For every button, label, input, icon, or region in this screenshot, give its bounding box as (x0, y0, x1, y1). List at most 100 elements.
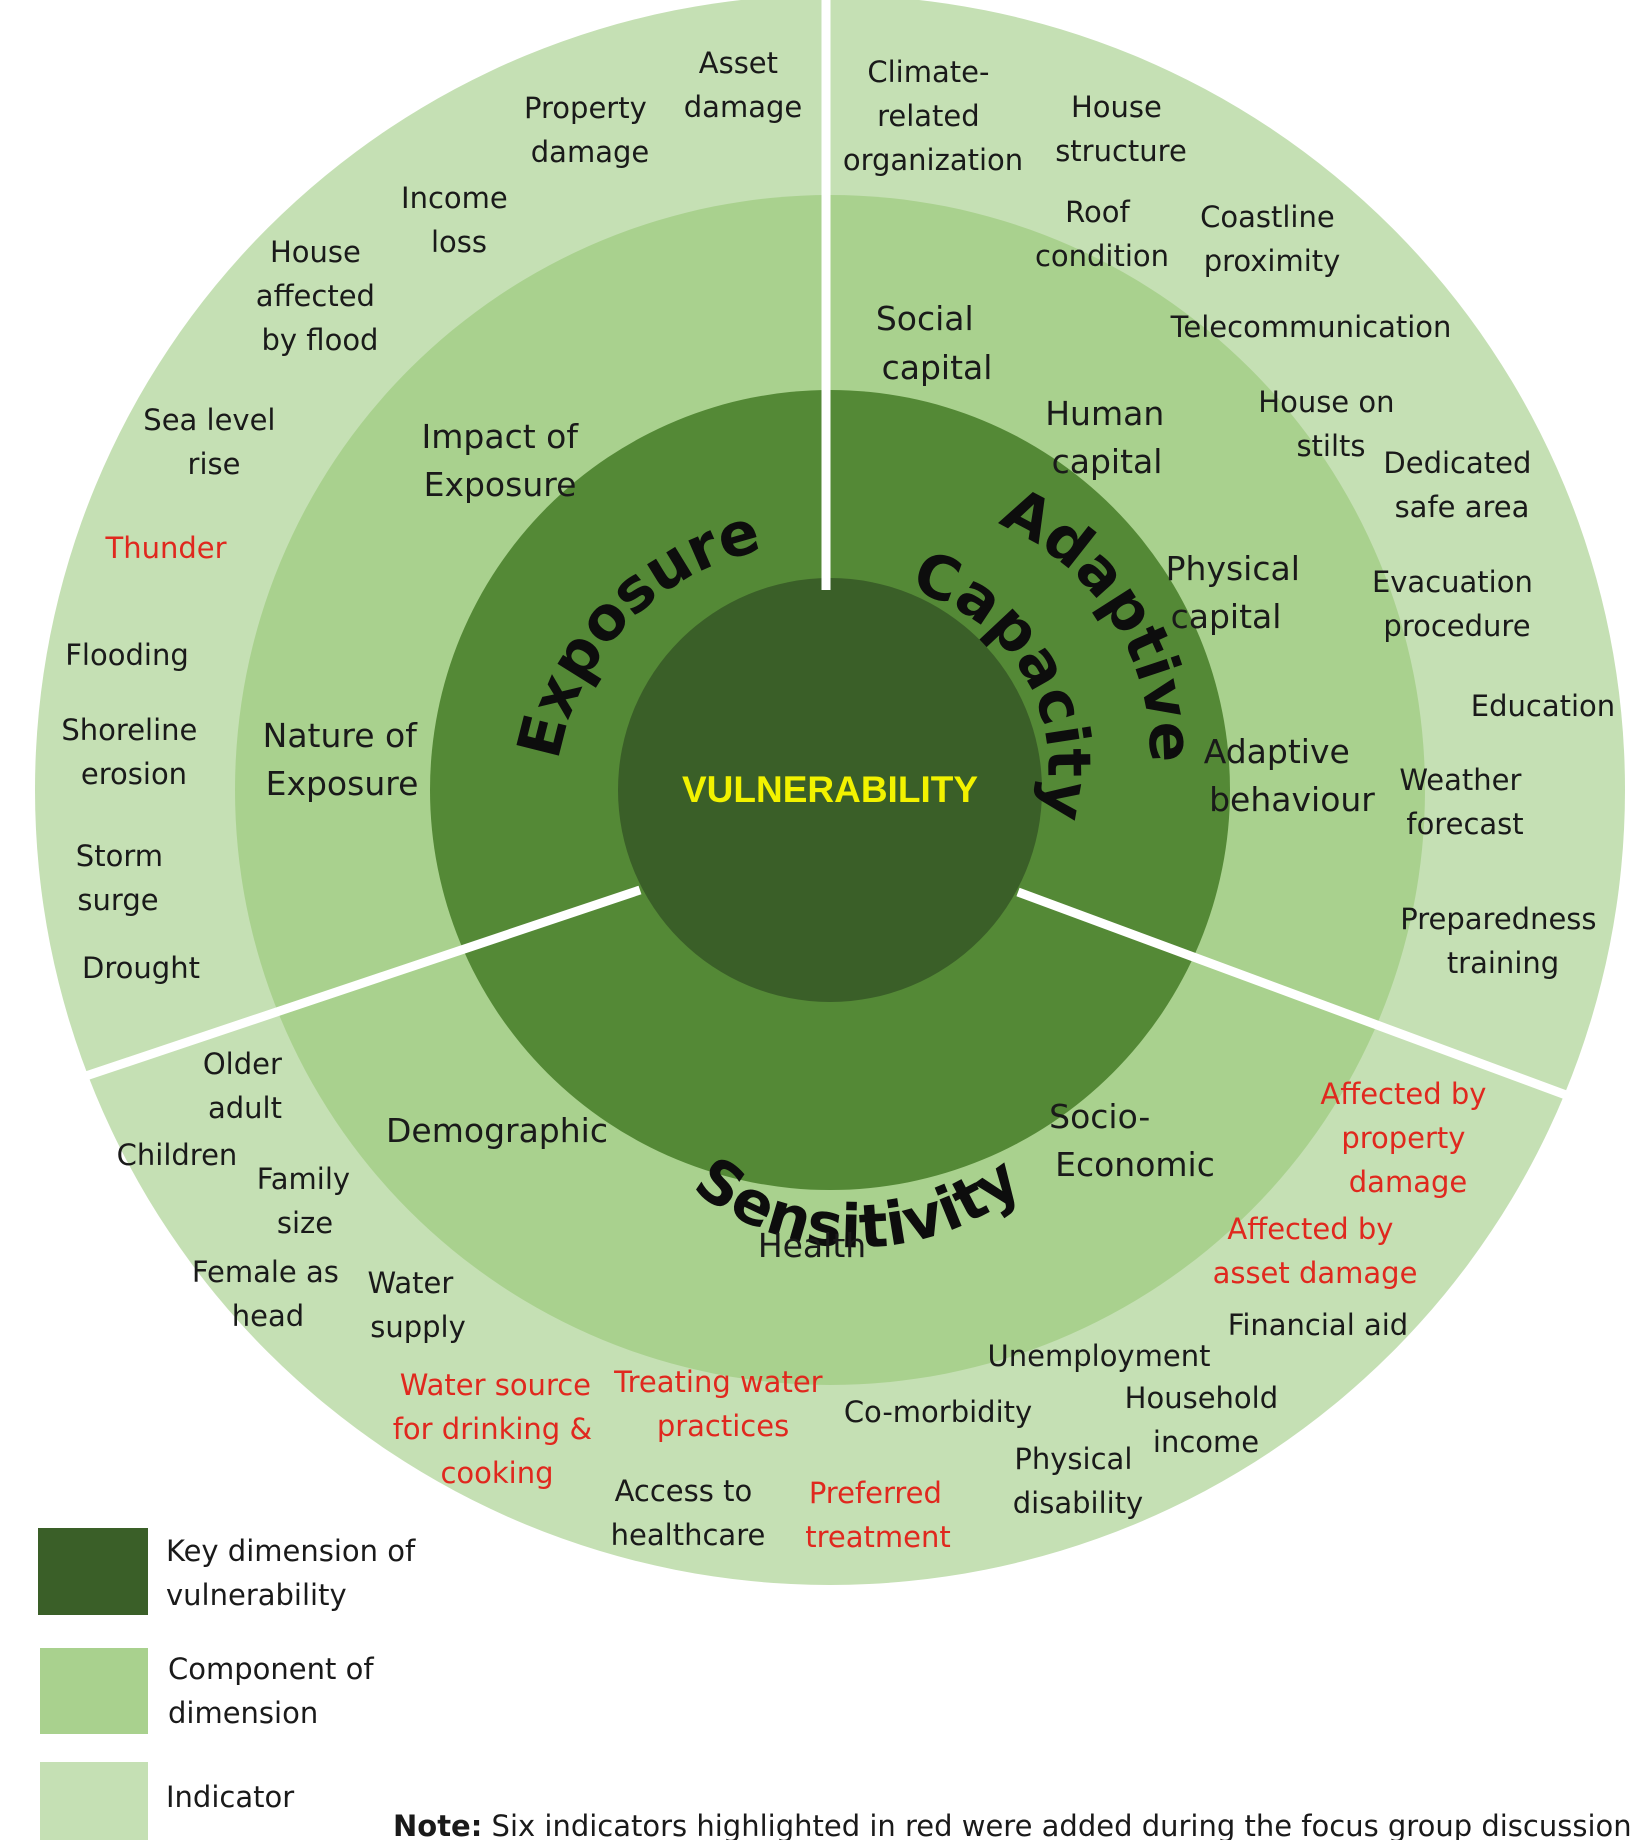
indicator-storm-surge: Storm surge (76, 839, 172, 917)
component-adaptive-behaviour: Adaptive behaviour (1204, 732, 1376, 819)
line: Property (524, 91, 647, 125)
line: House on (1258, 385, 1394, 419)
legend-swatch-component (40, 1648, 148, 1734)
line: Socio- (1049, 1097, 1150, 1136)
line: procedure (1383, 609, 1530, 643)
indicator-house-on-stilts: House on stilts (1258, 385, 1403, 463)
indicator-income-loss: Income loss (401, 181, 517, 259)
footnote: Note: Six indicators highlighted in red … (393, 1809, 1632, 1840)
footnote-label: Note: (393, 1809, 482, 1840)
line: stilts (1296, 429, 1365, 463)
indicator-water-supply: Water supply (368, 1266, 466, 1344)
component-health: Health (758, 1226, 866, 1265)
indicator-house-structure: House structure (1055, 90, 1187, 168)
indicator-shoreline-erosion: Shoreline erosion (61, 713, 206, 791)
line: Access to (615, 1474, 753, 1508)
core-label: VULNERABILITY (682, 769, 978, 810)
legend-swatch-key-dimension (38, 1528, 148, 1615)
indicator-asset-damage: Asset damage (684, 46, 802, 124)
line: Asset (699, 46, 778, 80)
component-human-capital: Human capital (1045, 394, 1175, 481)
indicator-weather-forecast: Weather forecast (1399, 763, 1530, 841)
line: disability (1013, 1486, 1143, 1520)
indicator-access-to-healthcare: Access to healthcare (611, 1474, 766, 1552)
line: size (277, 1206, 333, 1240)
indicator-evacuation-procedure: Evacuation procedure (1372, 565, 1542, 643)
indicator-preparedness-training: Preparedness training (1400, 902, 1605, 980)
indicator-sea-level-rise: Sea level rise (143, 403, 284, 481)
line: supply (370, 1310, 466, 1344)
line: Coastline (1200, 200, 1335, 234)
line: Preferred (809, 1476, 942, 1510)
line: forecast (1406, 807, 1523, 841)
indicator-older-adult: Older adult (203, 1047, 291, 1125)
indicator-property-damage: Property damage (524, 91, 656, 169)
line: Roof (1065, 195, 1130, 229)
line: Physical (1166, 549, 1300, 588)
line: Storm (76, 839, 163, 873)
line: for drinking & (393, 1412, 592, 1446)
line: behaviour (1209, 780, 1375, 819)
line: Older (203, 1047, 282, 1081)
legend-label-indicator: Indicator (166, 1780, 294, 1814)
component-demographic: Demographic (386, 1111, 608, 1150)
line: Income (401, 181, 508, 215)
line: Preparedness (1400, 902, 1596, 936)
line: Water (368, 1266, 454, 1300)
line: Telecommunication (1170, 310, 1452, 344)
line: Exposure (266, 764, 419, 803)
line: damage (531, 135, 649, 169)
line: Children (117, 1138, 238, 1172)
indicator-climate-related-organization: Climate- related organization (843, 55, 1023, 177)
component-nature-of-exposure: Nature of Exposure (263, 716, 428, 803)
legend-label-component: Component of dimension (168, 1652, 383, 1730)
line: damage (1349, 1165, 1467, 1199)
line: erosion (81, 757, 187, 791)
indicator-household-income: Household income (1125, 1381, 1288, 1459)
line: Key dimension of (166, 1534, 416, 1568)
indicator-children: Children (117, 1138, 238, 1172)
line: by flood (262, 323, 379, 357)
legend-swatch-indicator (40, 1762, 148, 1840)
line: affected (256, 279, 375, 313)
line: Thunder (104, 531, 226, 565)
line: structure (1055, 134, 1187, 168)
line: asset damage (1213, 1256, 1418, 1290)
line: Impact of (422, 417, 580, 456)
line: Exposure (424, 465, 577, 504)
component-impact-of-exposure: Impact of Exposure (422, 417, 589, 504)
line: Dedicated (1383, 446, 1531, 480)
line: condition (1035, 239, 1169, 273)
line: rise (188, 447, 241, 481)
divider-lower-right (1016, 887, 1568, 1100)
indicator-thunder: Thunder (104, 531, 226, 565)
line: organization (843, 143, 1023, 177)
line: damage (684, 90, 802, 124)
line: capital (1052, 442, 1163, 481)
indicator-telecommunication: Telecommunication (1170, 310, 1452, 344)
line: Component of (168, 1652, 374, 1686)
line: related (877, 99, 980, 133)
line: Evacuation (1372, 565, 1533, 599)
line: Health (758, 1226, 866, 1265)
component-physical-capital: Physical capital (1166, 549, 1311, 636)
indicator-treating-water-practices: Treating water practices (613, 1365, 832, 1443)
indicator-drought: Drought (82, 951, 200, 985)
line: capital (1171, 597, 1282, 636)
line: Family (257, 1162, 350, 1196)
line: proximity (1204, 244, 1341, 278)
line: Treating water (613, 1365, 822, 1399)
component-social-capital: Social capital (876, 299, 993, 387)
line: Unemployment (988, 1339, 1211, 1373)
line: training (1447, 946, 1559, 980)
indicator-female-as-head: Female as head (192, 1255, 348, 1333)
indicator-dedicated-safe-area: Dedicated safe area (1383, 446, 1540, 524)
line: adult (208, 1091, 282, 1125)
line: Water source (400, 1368, 591, 1402)
legend-label-key-dimension: Key dimension of vulnerability (166, 1534, 424, 1612)
line: cooking (440, 1456, 553, 1490)
indicator-unemployment: Unemployment (988, 1339, 1211, 1373)
line: treatment (805, 1520, 950, 1554)
line: Adaptive (1204, 732, 1350, 771)
line: surge (77, 883, 158, 917)
